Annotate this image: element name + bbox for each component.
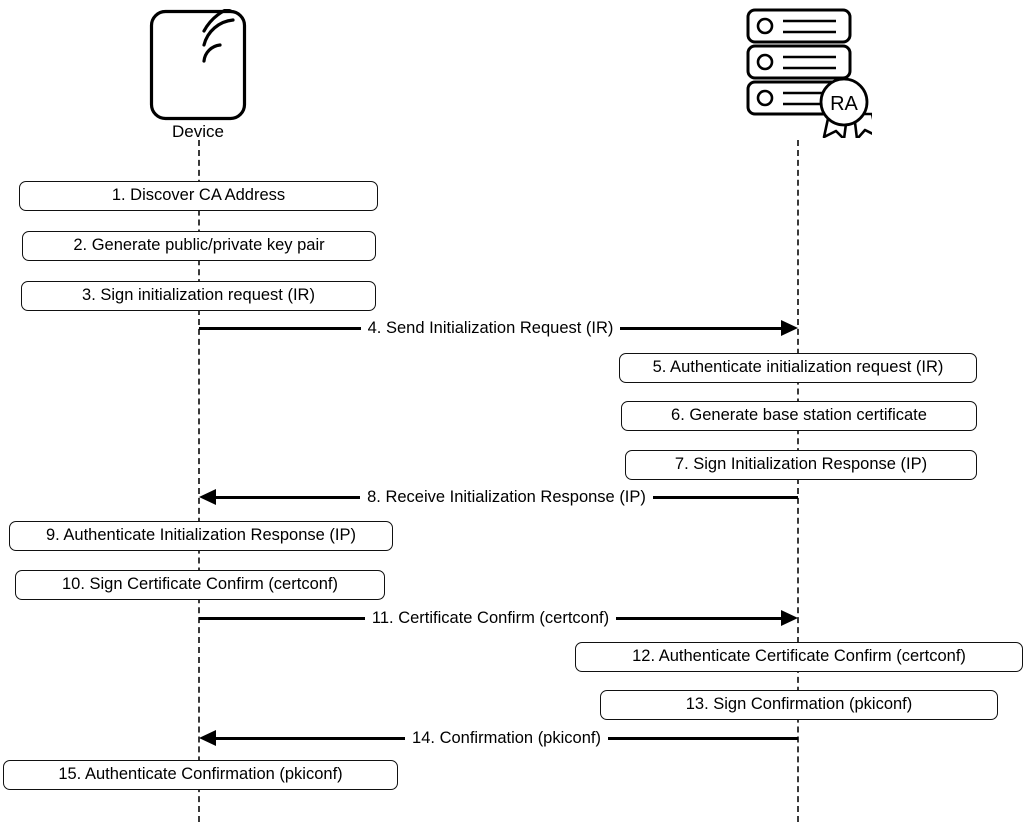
message-label-step-8: 8. Receive Initialization Response (IP) xyxy=(367,488,646,506)
message-line-left xyxy=(199,326,361,330)
note-step-2: 2. Generate public/private key pair xyxy=(22,231,376,261)
message-label-step-4: 4. Send Initialization Request (IR) xyxy=(367,319,614,337)
note-step-9: 9. Authenticate Initialization Response … xyxy=(9,521,393,551)
note-step-13: 13. Sign Confirmation (pkiconf) xyxy=(600,690,998,720)
arrowhead-left-icon xyxy=(199,730,216,746)
svg-text:RA: RA xyxy=(830,93,858,115)
arrowhead-right-icon xyxy=(781,610,798,626)
message-line-left xyxy=(215,495,361,499)
lifeline-ra xyxy=(797,140,799,822)
note-step-1: 1. Discover CA Address xyxy=(19,181,378,211)
note-step-3: 3. Sign initialization request (IR) xyxy=(21,281,376,311)
message-step-4: 4. Send Initialization Request (IR) xyxy=(199,315,799,341)
message-line-right xyxy=(652,495,798,499)
lifeline-device xyxy=(198,140,200,822)
message-line-right xyxy=(607,736,799,740)
note-step-6: 6. Generate base station certificate xyxy=(621,401,977,431)
message-line-left xyxy=(215,736,406,740)
message-line-right xyxy=(620,326,783,330)
message-step-14: 14. Confirmation (pkiconf) xyxy=(199,725,799,751)
message-label-step-14: 14. Confirmation (pkiconf) xyxy=(412,729,601,747)
note-step-7: 7. Sign Initialization Response (IP) xyxy=(625,450,977,480)
note-step-12: 12. Authenticate Certificate Confirm (ce… xyxy=(575,642,1023,672)
actor-label-device: Device xyxy=(172,122,224,141)
note-step-15: 15. Authenticate Confirmation (pkiconf) xyxy=(3,760,398,790)
arrowhead-left-icon xyxy=(199,489,216,505)
note-step-10: 10. Sign Certificate Confirm (certconf) xyxy=(15,570,385,600)
message-line-right xyxy=(616,616,782,620)
note-step-5: 5. Authenticate initialization request (… xyxy=(619,353,977,383)
server-stack-certificate-icon: RA xyxy=(744,6,879,141)
arrowhead-right-icon xyxy=(781,320,799,336)
message-step-8: 8. Receive Initialization Response (IP) xyxy=(199,484,798,510)
device-icon xyxy=(149,4,247,121)
message-label-step-11: 11. Certificate Confirm (certconf) xyxy=(371,609,610,627)
message-line-left xyxy=(199,616,365,620)
message-step-11: 11. Certificate Confirm (certconf) xyxy=(199,605,798,631)
